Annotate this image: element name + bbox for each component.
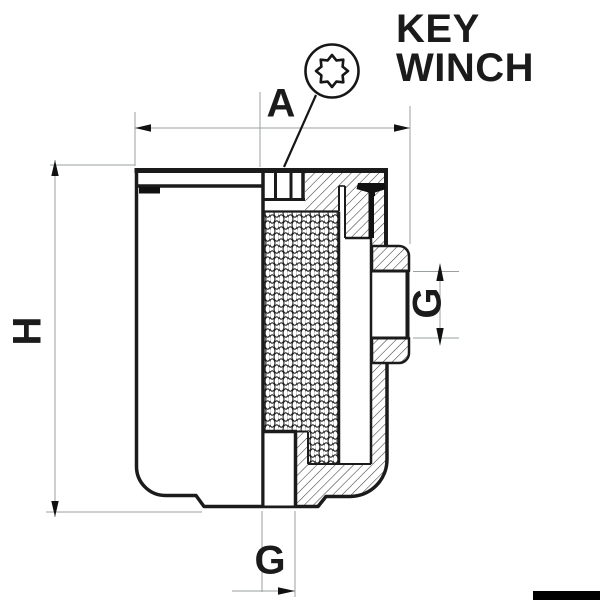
dim-label-A: A [266,81,296,126]
dim-G-bottom [232,511,296,597]
bottom-section-hatch [297,363,387,507]
callout-line-1: KEY [396,7,480,51]
callout-leader-line [282,94,318,168]
port-bottom-flange-hatch [370,336,411,365]
filter-element-mesh [263,211,339,464]
dim-label-H: H [5,316,50,346]
key-socket-section [261,168,305,201]
interior-lines [263,185,410,465]
torx-circle-icon [304,43,360,99]
dim-label-G-bottom: G [254,538,286,583]
dim-A [134,92,411,244]
callout-line-2: WINCH [396,46,535,90]
dim-label-G-right: G [405,287,450,319]
canister-outline [134,168,389,509]
corner-mark [533,591,600,600]
seal-retainer [139,183,387,238]
dim-H [46,160,202,517]
torx-star-icon [314,53,350,89]
torx-key-symbol [282,43,360,168]
port-top-flange-hatch [370,244,411,273]
callout-text: KEY WINCH [396,7,535,90]
outlet-tube [261,429,298,507]
dim-G-right [413,263,459,346]
